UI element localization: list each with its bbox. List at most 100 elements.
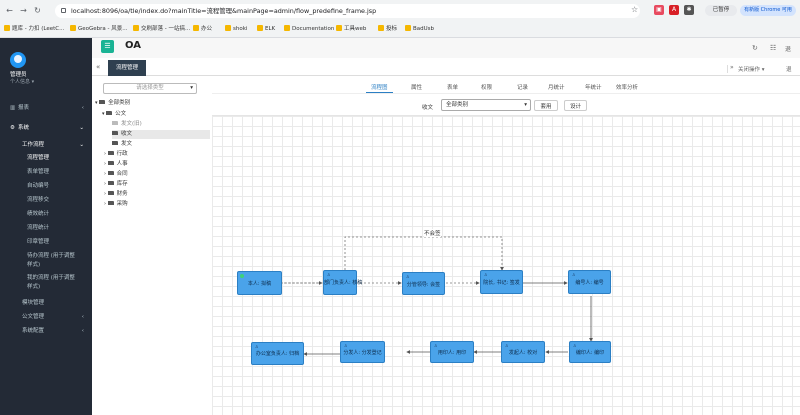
site-info-icon[interactable] [61, 8, 66, 13]
sidebar-subitem[interactable]: 我的流程 (用于调整 [27, 275, 75, 281]
tab-monthly[interactable]: 月统计 [548, 85, 565, 91]
menu-toggle-icon[interactable]: ☰ [101, 40, 114, 53]
list-icon[interactable]: ☷ [770, 44, 777, 52]
tree-node[interactable]: › 采购 [104, 201, 128, 207]
tab-yearly[interactable]: 年统计 [585, 85, 602, 91]
bookmark-item[interactable]: Documentation [284, 22, 334, 36]
sidebar-subitem[interactable]: 流程移交 [27, 197, 50, 203]
home-link[interactable]: 退 [785, 46, 792, 53]
tree-node[interactable]: › 财务 [104, 191, 128, 197]
tab-flowchart[interactable]: 流程图 [371, 85, 388, 91]
folder-icon [107, 201, 114, 205]
apply-button[interactable]: 套用 [534, 100, 558, 111]
sidebar-subitem[interactable]: 待办流程 (用于调整 [27, 253, 75, 259]
flow-node[interactable]: ♙分发人: 分发登记 [340, 341, 385, 363]
flow-node-start[interactable]: 本人: 拟稿 [237, 271, 282, 295]
flow-node[interactable]: ♙编印人: 编印 [569, 341, 611, 363]
sidebar-subitem[interactable]: 流程统计 [27, 225, 50, 231]
tab-flow-management[interactable]: 流程管理 [108, 60, 146, 76]
user-icon: ♙ [484, 272, 488, 277]
refresh-icon[interactable]: ↻ [752, 44, 758, 52]
flow-node[interactable]: ♙分管领导: 会签 [402, 272, 445, 295]
sidebar-subitem[interactable]: 表单管理 [27, 169, 50, 175]
folder-icon [112, 131, 118, 135]
tree-node-selected[interactable]: 收文 [112, 130, 210, 139]
category-select[interactable]: 全部类别▾ [441, 99, 531, 111]
tab-records[interactable]: 记录 [517, 85, 529, 91]
user-icon: ♙ [327, 272, 331, 277]
back-icon[interactable]: ← [6, 6, 13, 15]
tree-node[interactable]: › 人事 [104, 161, 128, 167]
reload-icon[interactable]: ↻ [34, 6, 41, 15]
flow-node[interactable]: ♙部门负责人: 核稿 [323, 270, 362, 295]
profile-paused-button[interactable]: 已暂停 [705, 5, 737, 16]
tree-node[interactable]: › 行政 [104, 151, 128, 157]
puzzle-extensions-icon[interactable]: ✱ [684, 5, 694, 15]
bookmark-item[interactable]: 投标 [378, 22, 397, 36]
bookmark-item[interactable]: 办公 [193, 22, 212, 36]
flow-node[interactable]: ♙用印人: 用印 [430, 341, 474, 363]
tab-properties[interactable]: 属性 [411, 85, 423, 91]
tree-node[interactable]: › 合同 [104, 171, 128, 177]
bookmark-item[interactable]: 题库 - 力扣 (LeetC... [4, 22, 64, 36]
tree-node[interactable]: › 库存 [104, 181, 128, 187]
bookmark-item[interactable]: 交刷部落 - 一站搞... [133, 22, 190, 36]
bookmark-star-icon[interactable]: ☆ [631, 5, 639, 14]
user-name: 管理员 [10, 72, 27, 78]
flow-connectors [281, 236, 593, 356]
bookmark-item[interactable]: ELK [257, 22, 275, 36]
flow-node-end[interactable]: ♙办公室负责人: 归档 [251, 342, 304, 365]
tree-root[interactable]: ▾ 全部类别 [95, 100, 131, 106]
update-chrome-button[interactable]: 有新版 Chrome 可用 [740, 5, 796, 16]
chevron-down-icon: ▾ [190, 85, 193, 91]
sidebar-item-reports[interactable]: ▥报表‹ [0, 102, 92, 115]
sidebar-subitem[interactable]: 自动编号 [27, 183, 50, 189]
bookmark-item[interactable]: shoki [225, 22, 247, 36]
extension-icon[interactable]: ▣ [654, 5, 664, 15]
folder-icon [112, 121, 118, 125]
sidebar-item-workflow[interactable]: 工作流程⌄ [0, 139, 92, 152]
flow-node[interactable]: ♙发起人: 校对 [501, 341, 545, 363]
flow-node[interactable]: ♙院长, 书记: 签发 [480, 270, 523, 294]
chart-icon: ▥ [10, 105, 16, 111]
flow-canvas[interactable] [212, 115, 800, 415]
sidebar-item-system[interactable]: ⚙系统⌄ [0, 122, 92, 135]
bookmark-item[interactable]: BadUsb [405, 22, 434, 36]
user-icon: ♙ [505, 343, 509, 348]
sidebar-item-config[interactable]: 系统配置‹ [0, 325, 92, 338]
tab-permissions[interactable]: 权限 [481, 85, 493, 91]
return-link[interactable]: 退 [786, 67, 792, 73]
bookmark-item[interactable]: 工具web [336, 22, 366, 36]
tree-node[interactable]: 发文 [112, 140, 227, 149]
bookmark-item[interactable]: GeoGebra - 风景... [70, 22, 128, 36]
sidebar-subitem[interactable]: 流程管理 [27, 155, 50, 161]
folder-icon [107, 191, 114, 195]
type-select[interactable]: 请选择类型▾ [103, 83, 197, 94]
flow-node[interactable]: ♙编号人: 编号 [568, 270, 611, 294]
user-icon: ♙ [572, 272, 576, 277]
sidebar-subitem[interactable]: 样式) [27, 284, 41, 290]
flow-loop-label: 不会签 [424, 229, 441, 237]
user-info-dropdown[interactable]: 个人信息 ▾ [10, 79, 35, 85]
design-button[interactable]: 设计 [564, 100, 587, 111]
address-bar[interactable]: localhost:8096/oa/tle/index.do?mainTitle… [55, 4, 640, 18]
scroll-left-icon[interactable]: « [96, 63, 101, 71]
tab-strip [92, 60, 800, 76]
close-actions-dropdown[interactable]: 关闭操作 ▾ [738, 67, 765, 73]
tab-efficiency[interactable]: 效率分析 [616, 85, 639, 91]
divider [727, 65, 728, 73]
sidebar-item-modules[interactable]: 模块管理 [22, 300, 45, 306]
scroll-right-icon[interactable]: » [730, 64, 734, 71]
sidebar-subitem[interactable]: 样式) [27, 262, 41, 268]
sidebar-item-documents[interactable]: 公文管理‹ [0, 311, 92, 324]
pdf-extension-icon[interactable]: A [669, 5, 679, 15]
tree-node[interactable]: 发文(旧) [112, 120, 227, 129]
forward-icon[interactable]: → [20, 6, 27, 15]
tree-node[interactable]: ▾ 公文 [102, 111, 127, 117]
sidebar-subitem[interactable]: 印章管理 [27, 239, 50, 245]
avatar[interactable] [10, 52, 26, 68]
tab-form[interactable]: 表单 [447, 85, 459, 91]
sidebar-subitem[interactable]: 绩效统计 [27, 211, 50, 217]
sidebar: 管理员 个人信息 ▾ ▥报表‹ ⚙系统⌄ 工作流程⌄ 流程管理 表单管理 自动编… [0, 38, 92, 415]
app-title: OA [125, 40, 141, 51]
